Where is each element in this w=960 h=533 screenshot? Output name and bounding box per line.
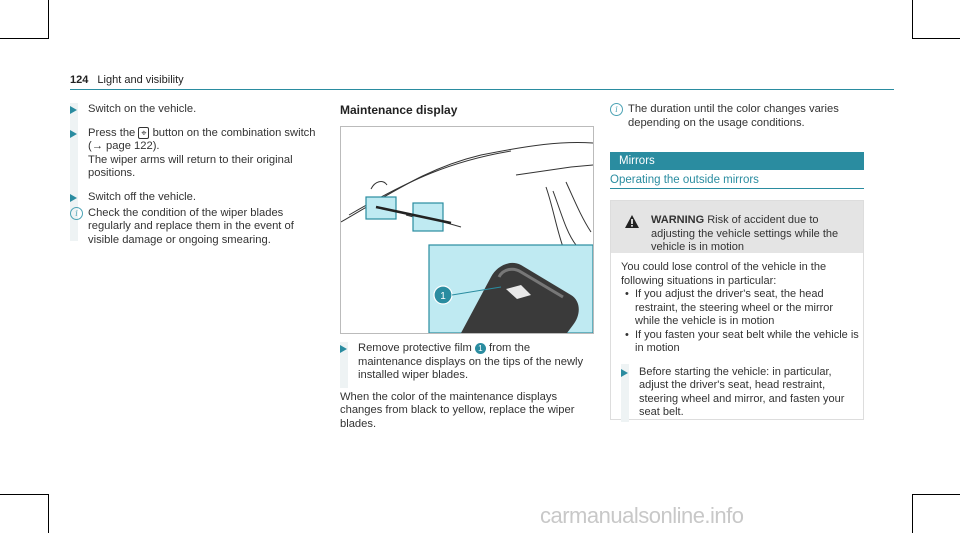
info-note: i The duration until the color changes v… [610, 103, 864, 130]
header-divider [70, 89, 894, 90]
section-title: Maintenance display [340, 103, 458, 117]
warning-box: WARNING Risk of accident due to adjustin… [610, 200, 864, 422]
step-text: button on the combination switch ( [88, 126, 316, 153]
note-text: The duration until the color changes var… [628, 103, 839, 129]
step-arrow-icon [621, 368, 628, 377]
crop-mark [912, 0, 913, 39]
step-bar [70, 103, 78, 241]
wiper-illustration: 1 [340, 126, 594, 334]
warning-text: WARNING Risk of accident due to adjustin… [651, 214, 856, 255]
step-text: Switch on the vehicle. [88, 103, 197, 115]
callout-number: 1 [440, 291, 446, 302]
watermark: carmanualsonline.info [540, 503, 744, 528]
wiper-button-icon: ⌖ [138, 126, 150, 139]
step-text: Switch off the vehicle. [88, 190, 196, 203]
info-icon: i [610, 103, 623, 116]
note-text: Check the condition of the wiper blades … [88, 206, 294, 246]
page-number: 124 [70, 74, 89, 86]
step-bar [340, 342, 348, 388]
crop-mark [0, 38, 48, 39]
warning-body: You could lose control of the vehicle in… [621, 261, 859, 422]
warning-intro: You could lose control of the vehicle in… [621, 261, 827, 287]
page-section-title: Light and visibility [97, 74, 184, 86]
step-text: Press the [88, 126, 136, 139]
step-arrow-icon [70, 193, 77, 202]
step-arrow-icon [340, 345, 347, 353]
step-item: Before starting the vehicle: in particul… [621, 363, 859, 422]
step-item: Switch on the vehicle. [70, 103, 320, 117]
page-reference: page 122). [106, 140, 160, 153]
step-arrow-icon [70, 106, 77, 114]
right-column-note: i The duration until the color changes v… [610, 103, 864, 130]
step-item: Remove protective film 1 from the mainte… [340, 342, 595, 383]
step-text: from the maintenance displays on the tip… [358, 342, 584, 382]
crop-mark [912, 38, 960, 39]
bullet-item: If you fasten your seat belt while the v… [621, 329, 859, 356]
page-ref-arrow-icon: → [91, 140, 103, 153]
info-note: i Check the condition of the wiper blade… [70, 206, 320, 248]
page-header: 124 Light and visibility [70, 74, 184, 86]
step-text: Remove protective film [358, 342, 472, 354]
warning-header: WARNING Risk of accident due to adjustin… [611, 201, 863, 253]
warning-description: Risk of accident due to adjusting the ve… [651, 214, 839, 253]
windshield-drawing: 1 [341, 142, 593, 333]
bullet-item: If you adjust the driver's seat, the hea… [621, 288, 859, 329]
warning-label: WARNING [651, 214, 705, 226]
section-banner: Mirrors [610, 152, 864, 170]
crop-mark [48, 494, 49, 533]
subsection-title: Operating the outside mirrors [610, 174, 759, 186]
body-paragraph: When the color of the maintenance displa… [340, 390, 575, 430]
step-item: Switch off the vehicle. [70, 191, 320, 205]
subsection-divider [610, 188, 864, 189]
step-item: Press the ⌖ button on the combination sw… [70, 126, 320, 181]
crop-mark [912, 494, 960, 495]
info-icon: i [70, 206, 83, 220]
warning-icon [625, 215, 639, 228]
left-column: Switch on the vehicle. Press the ⌖ butto… [70, 103, 320, 247]
middle-column: Remove protective film 1 from the mainte… [340, 342, 595, 432]
callout-badge: 1 [474, 343, 486, 354]
crop-mark [0, 494, 48, 495]
crop-mark [48, 0, 49, 39]
step-text: The wiper arms will return to their orig… [88, 153, 293, 180]
step-bar [621, 363, 629, 422]
step-arrow-icon [70, 129, 77, 138]
crop-mark [912, 494, 913, 533]
step-text: Before starting the vehicle: in particul… [639, 365, 845, 419]
